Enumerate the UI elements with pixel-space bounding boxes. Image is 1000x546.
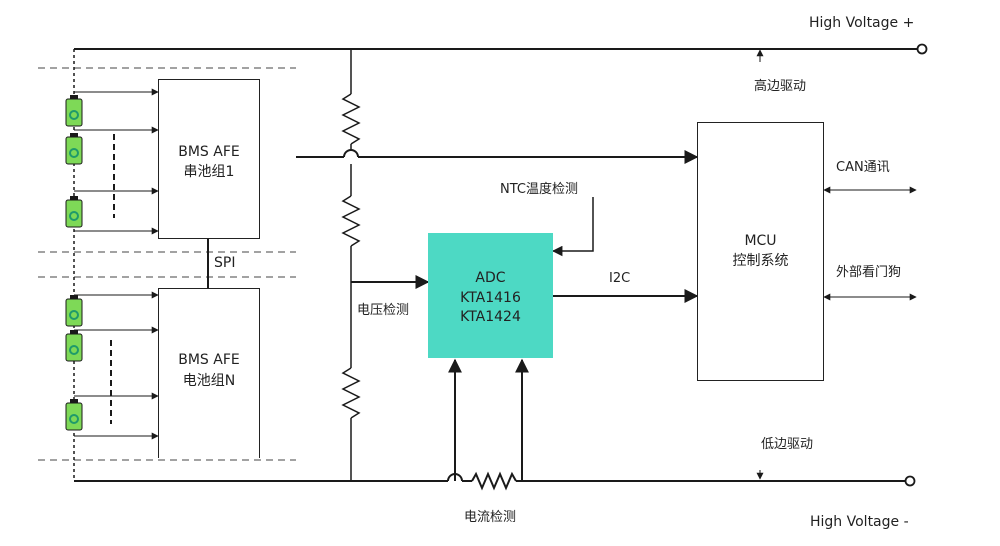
can-label: CAN通讯 [836, 160, 890, 175]
ntc-line [551, 197, 594, 257]
battery-cells [65, 95, 83, 431]
afe2-title: BMS AFE [178, 352, 240, 368]
adc-part-1: KTA1416 [460, 290, 521, 306]
high-voltage-minus-label: High Voltage - [810, 514, 909, 530]
bms-afe-n-block: BMS AFE 电池组N [158, 288, 260, 458]
dashed-separators [38, 67, 296, 461]
high-side-drive-label: 高边驱动 [754, 79, 807, 94]
adc-part-2: KTA1424 [460, 309, 521, 325]
spi-label: SPI [214, 255, 236, 271]
current-detect-label: 电流检测 [464, 510, 517, 525]
high-voltage-minus-rail [74, 471, 905, 491]
current-sense-lines [448, 358, 529, 481]
bms-afe-1-block: BMS AFE 串池组1 [158, 79, 260, 239]
battery-cell-icon [65, 295, 83, 327]
mcu-block: MCU 控制系统 [697, 122, 824, 381]
voltage-divider [341, 49, 361, 481]
battery-cell-icon [65, 399, 83, 431]
afe2-sense-lines [74, 291, 159, 440]
ntc-label: NTC温度检测 [500, 182, 578, 197]
afe2-subtitle: 电池组N [182, 373, 236, 389]
resistor-icon [341, 93, 361, 145]
battery-cell-icon [65, 330, 83, 362]
afe1-sense-lines [74, 88, 159, 235]
high-voltage-plus-label: High Voltage + [809, 15, 915, 31]
resistor-icon [341, 367, 361, 419]
watchdog-label: 外部看门狗 [836, 265, 902, 280]
terminal-minus-icon [904, 475, 916, 487]
battery-cell-icon [65, 196, 83, 228]
mcu-subtitle: 控制系统 [732, 253, 789, 269]
battery-cell-icon [65, 133, 83, 165]
afe1-subtitle: 串池组1 [183, 164, 235, 180]
resistor-icon [341, 195, 361, 247]
low-side-drive-label: 低边驱动 [761, 437, 814, 452]
i2c-label: I2C [609, 271, 631, 286]
battery-cell-icon [65, 95, 83, 127]
adc-title: ADC [475, 270, 506, 286]
adc-block: ADC KTA1416 KTA1424 [428, 233, 553, 358]
voltage-detect-label: 电压检测 [357, 303, 410, 318]
afe1-title: BMS AFE [178, 144, 240, 160]
mcu-title: MCU [744, 233, 777, 249]
terminal-plus-icon [916, 43, 928, 55]
afe-to-mcu-line [296, 149, 699, 164]
